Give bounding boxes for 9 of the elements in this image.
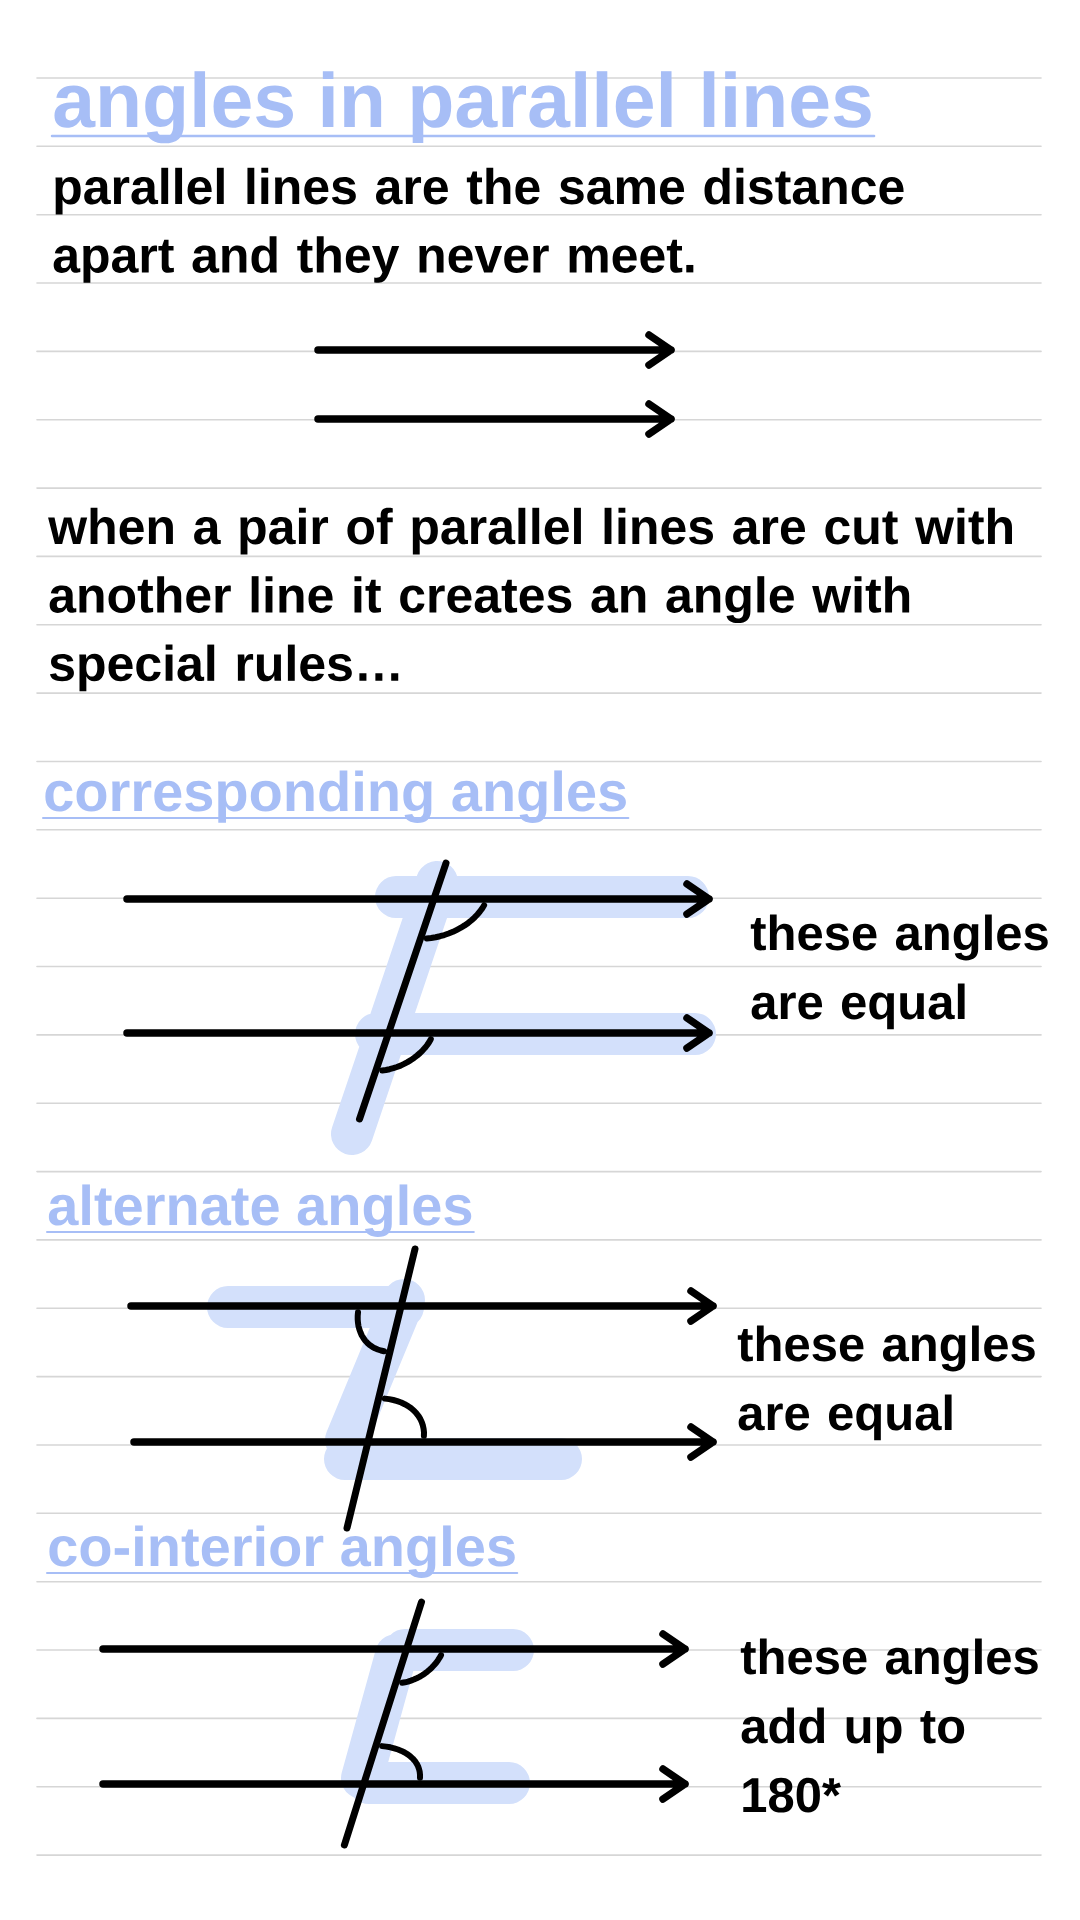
title: angles in parallel lines xyxy=(50,71,876,144)
section-heading: corresponding angles xyxy=(42,770,630,823)
note-text: these angles are equal xyxy=(737,1325,1035,1441)
section-heading: alternate angles xyxy=(46,1184,475,1237)
paragraph: when a pair of parallel lines are cut with another line it creates an angle with special rules… xyxy=(48,507,1012,692)
section-heading: co-interior angles xyxy=(46,1525,519,1578)
note-text: these angles are equal xyxy=(750,914,1048,1030)
paragraph: parallel lines are the same distance apart and they never meet. xyxy=(53,167,904,283)
note-text: these angles add up to 180* xyxy=(740,1638,1038,1813)
